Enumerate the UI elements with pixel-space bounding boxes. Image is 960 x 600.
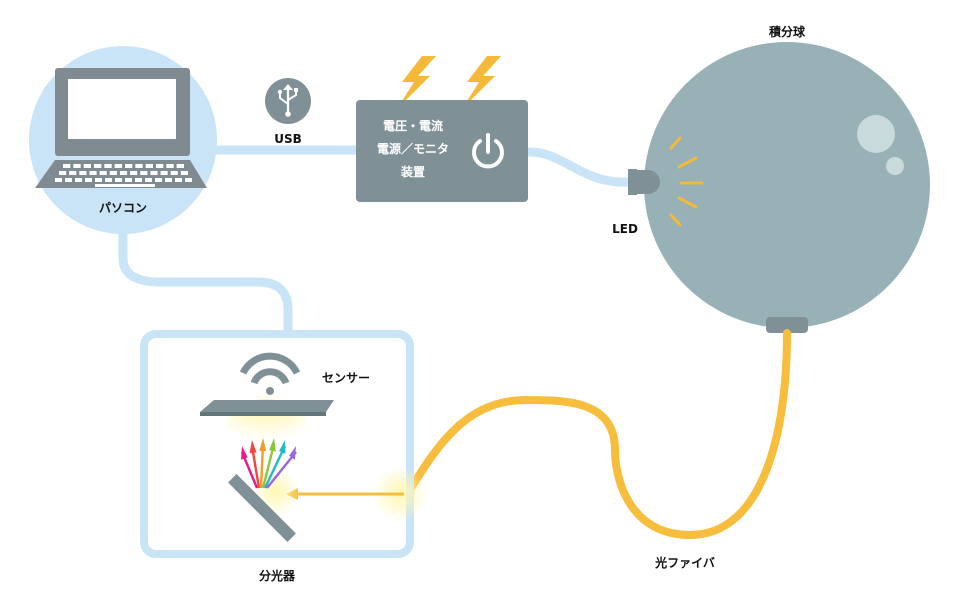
sphere-highlight	[857, 115, 895, 153]
keyboard-key	[135, 178, 142, 182]
power-icon[interactable]	[472, 133, 504, 169]
keyboard-key	[175, 178, 182, 182]
spectrometer-label: 分光器	[259, 568, 296, 583]
keyboard-key	[104, 164, 112, 168]
keyboard-key	[79, 171, 87, 175]
keyboard-key	[83, 164, 91, 168]
keyboard-key	[166, 164, 174, 168]
sensor-plate-edge	[200, 412, 326, 416]
usb-icon	[265, 78, 311, 124]
usb-label: USB	[274, 132, 302, 146]
spectrum-rays	[240, 438, 297, 489]
fiber-label: 光ファイバ	[654, 555, 715, 570]
keyboard-key	[145, 178, 152, 182]
spectrum-ray	[250, 445, 261, 489]
keyboard-key	[170, 171, 178, 175]
keyboard-key	[125, 164, 133, 168]
keyboard-key	[59, 171, 67, 175]
led-light-rays	[669, 136, 704, 227]
led-icon	[628, 169, 660, 195]
spectrum-ray-arrowhead	[269, 438, 276, 452]
sphere-label: 積分球	[768, 24, 806, 39]
keyboard-key	[75, 178, 82, 182]
spectrometer-cable	[118, 223, 293, 337]
sphere-highlight-small	[886, 157, 904, 175]
spectrum-ray	[261, 443, 276, 489]
device-label-line3: 装置	[400, 164, 425, 179]
power-monitor-device	[356, 100, 528, 202]
spectrum-ray-arrowhead	[259, 438, 267, 452]
keyboard-key	[73, 164, 81, 168]
keyboard-key	[109, 171, 117, 175]
spectrum-ray-arrowhead	[289, 446, 296, 460]
keyboard-key	[130, 171, 138, 175]
keyboard-key	[119, 171, 128, 175]
sphere-port	[766, 317, 808, 333]
keyboard-spacebar	[95, 184, 155, 187]
keyboard-key	[180, 171, 188, 175]
keyboard-key	[150, 171, 158, 175]
led-cable	[520, 147, 635, 187]
keyboard-key	[140, 171, 148, 175]
keyboard-key	[99, 171, 107, 175]
device-label-line1: 電圧・電流	[383, 118, 443, 133]
keyboard-key	[63, 164, 71, 168]
keyboard-key	[114, 164, 122, 168]
keyboard-key	[115, 178, 122, 182]
spectrum-ray-arrowhead	[249, 440, 257, 454]
wireless-signal-icon	[239, 352, 301, 395]
keyboard-key	[145, 164, 153, 168]
keyboard-key	[160, 171, 168, 175]
sensor-label: センサー	[322, 371, 370, 385]
keyboard-key	[135, 164, 143, 168]
keyboard-key	[85, 178, 92, 182]
keyboard-key	[94, 164, 102, 168]
keyboard-key	[155, 178, 162, 182]
optical-fiber	[406, 329, 791, 540]
keyboard-key	[156, 164, 164, 168]
keyboard-key	[176, 164, 184, 168]
lightning-bolt-icon	[462, 56, 501, 109]
spectrum-ray	[263, 445, 287, 489]
keyboard-key	[55, 178, 62, 182]
spectrum-ray-arrowhead	[279, 440, 286, 454]
led-label: LED	[612, 222, 638, 236]
device-label-line2: 電源／モニタ	[377, 141, 449, 156]
pc-label: パソコン	[99, 201, 147, 215]
sensor-plate	[200, 400, 334, 412]
spectrum-ray	[266, 451, 297, 489]
keyboard-key	[105, 178, 112, 182]
laptop-icon[interactable]	[35, 68, 207, 188]
spectrum-ray	[259, 443, 265, 489]
lightning-bolt-icon	[397, 56, 436, 109]
keyboard-key	[65, 178, 72, 182]
keyboard-key	[125, 178, 132, 182]
keyboard-key	[89, 171, 97, 175]
spectrum-ray-arrowhead	[241, 446, 248, 460]
keyboard-key	[185, 178, 192, 182]
keyboard-key	[69, 171, 77, 175]
keyboard-key	[95, 178, 102, 182]
integrating-sphere	[644, 42, 930, 328]
diffraction-grating	[228, 474, 296, 542]
keyboard-key	[165, 178, 172, 182]
